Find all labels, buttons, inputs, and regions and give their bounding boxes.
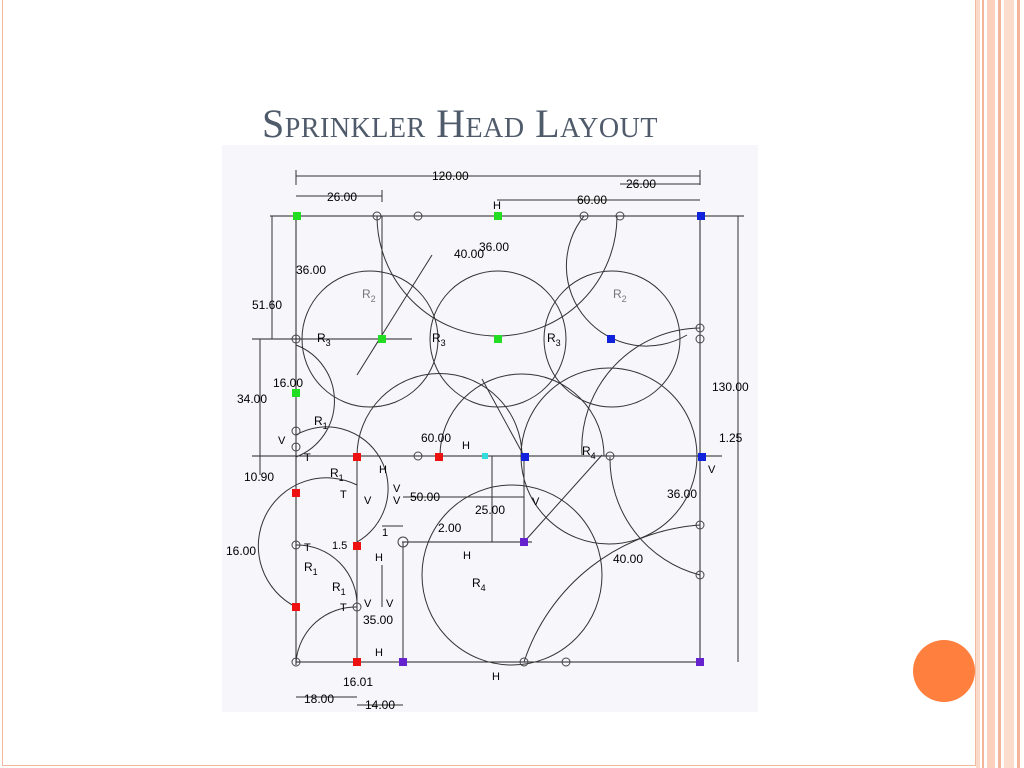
sprinkler-layout-drawing: 120.00 26.00 26.00 60.00 40.00 36.00 36.… [222,145,758,712]
constraint-h-top: H [493,200,501,212]
dim-60-mid: 60.00 [421,431,451,445]
dim-120: 120.00 [432,169,469,183]
constraint-v-8: V [386,598,394,610]
dim-36a: 36.00 [479,240,509,254]
constraint-h-base: H [492,671,500,683]
label-r2-right: R2 [613,287,627,304]
dim-14: 14.00 [365,698,395,712]
label-r3-right: R3 [547,331,561,348]
constraint-t-3: T [304,542,311,554]
dim-35: 35.00 [363,613,393,627]
dim-2: 2.00 [438,521,462,535]
dim-36c: 36.00 [667,487,697,501]
label-r1-c: R1 [304,560,318,577]
constraint-h-stack: H [375,552,383,564]
label-r1-d: R1 [332,580,346,597]
constraint-v-3: V [393,495,401,507]
dim-16b: 16.00 [226,544,256,558]
constraint-h-bottom: H [375,647,383,659]
constraint-t-4: T [340,602,347,614]
decorative-orange-dot [913,640,975,702]
constraint-t-2: T [340,489,347,501]
dim-26-right: 26.00 [626,177,656,191]
constraint-v-5: V [532,496,540,508]
dim-18: 18.00 [304,692,334,706]
constraint-v-6: V [708,464,716,476]
dim-60-top: 60.00 [577,193,607,207]
constraint-1: 1 [382,527,388,539]
constraint-v-7: V [364,598,372,610]
slide-title: Sprinkler Head Layout [262,101,658,146]
label-r4-a: R4 [582,444,596,461]
constraint-h-left: H [379,464,387,476]
label-r3-mid: R3 [432,331,446,348]
constraint-h-lower: H [463,550,471,562]
label-r4-b: R4 [472,576,486,593]
constraint-v-4: V [364,495,372,507]
dim-1090: 10.90 [244,470,274,484]
decorative-side-stripes [976,0,1024,768]
dim-51: 51.60 [252,298,282,312]
dim-36b: 36.00 [296,263,326,277]
constraint-v-1: V [278,435,286,447]
dim-50: 50.00 [410,490,440,504]
constraint-15: 1.5 [332,540,347,552]
constraint-v-2: V [393,483,401,495]
constraint-h-mid: H [462,440,470,452]
label-r3-left: R3 [317,331,331,348]
dim-16: 16.00 [273,376,303,390]
label-r1-b: R1 [330,466,344,483]
dim-130: 130.00 [712,380,749,394]
dim-125: 1.25 [719,431,743,445]
dim-26-left: 26.00 [327,190,357,204]
dim-40a: 40.00 [454,247,484,261]
dim-25: 25.00 [475,503,505,517]
dim-40b: 40.00 [613,552,643,566]
dim-34: 34.00 [237,392,267,406]
slide-border [2,0,976,766]
dim-1601: 16.01 [343,675,373,689]
layout-svg: 120.00 26.00 26.00 60.00 40.00 36.00 36.… [226,169,749,712]
constraint-t-1: T [304,452,311,464]
label-r2-left: R2 [362,287,376,304]
label-r1-a: R1 [314,414,328,431]
